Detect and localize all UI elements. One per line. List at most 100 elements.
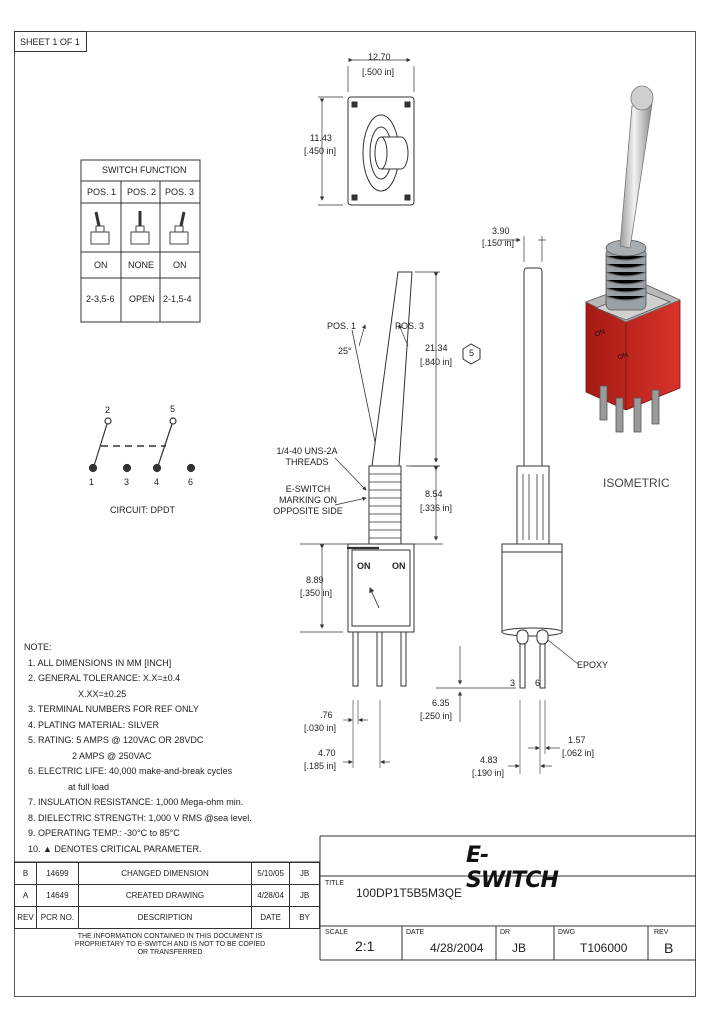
front-pin-3: 3 [510,678,516,688]
date-label: DATE [406,929,425,936]
epoxy-label: EPOXY [577,660,609,670]
front-view [436,236,579,774]
pin-5: 5 [170,404,176,414]
dr-label: DR [500,929,511,936]
by-header: BY [289,906,320,929]
pin-width-mm: .76 [320,710,333,720]
pcr-cell: 14699 [35,862,79,885]
body-height-in: [.350 in] [300,588,333,598]
rev-header: REV [14,906,37,929]
date-cell: 5/10/05 [251,862,291,885]
circuit-label: CIRCUIT: DPDT [110,505,175,515]
top-height-in: [.450 in] [304,146,337,156]
conn-pos2: OPEN [129,294,155,304]
col-pos1: POS. 1 [87,187,117,197]
state-pos3: ON [173,260,187,270]
pin-width-in: [.030 in] [304,723,337,733]
pin-1: 1 [89,477,95,487]
rev-value: B [664,940,674,956]
sheet-label-box: SHEET 1 OF 1 [14,31,87,52]
date-header: DATE [251,906,291,929]
note-9: 9. OPERATING TEMP.: -30°C to 85°C [28,828,180,838]
by-cell: JB [289,862,320,885]
terminal-length-mm: 6.35 [432,698,450,708]
pin-3: 3 [124,477,130,487]
rev-cell: B [14,862,37,885]
switch-function-table [80,159,201,323]
note-10: 10. ▲ DENOTES CRITICAL PARAMETER. [28,843,202,854]
note-2b: X.XX=±0.25 [78,688,127,699]
pcr-header: PCR NO. [35,906,79,929]
side-pitch-mm: 4.70 [318,748,336,758]
top-view [318,57,415,206]
bushing-mm: 8.54 [425,489,443,499]
brand-logo-text: E-SWITCH [466,843,559,893]
note-5b: 2 AMPS @ 250VAC [72,750,152,761]
scale-label: SCALE [325,929,348,936]
revision-header-row: REV PCR NO. DESCRIPTION DATE BY [14,906,320,929]
front-pin-6: 6 [535,678,541,688]
critical-mark: 5 [469,348,475,358]
note-7: 7. INSULATION RESISTANCE: 1,000 Mega-ohm… [28,797,244,807]
on-right-label: ON [392,561,406,571]
body-height-mm: 8.89 [306,575,324,585]
note-6b: at full load [68,781,110,792]
pin-2: 2 [105,405,111,415]
rev-label: REV [654,929,669,936]
pos3-label: POS. 3 [395,321,425,331]
state-pos2: NONE [128,260,155,270]
top-height-mm: 11.43 [310,133,332,143]
conn-pos3: 2-1,5-4 [163,294,192,304]
front-pin-width-mm: 1.57 [568,735,586,745]
notes: NOTE: 1. ALL DIMENSIONS IN MM [INCH] 2. … [24,640,252,857]
lever-dia-in: [.150 in] [482,238,515,248]
lever-length-mm: 21.34 [425,343,448,353]
title-value: 100DP1T5B5M3QE [356,886,463,900]
col-pos2: POS. 2 [127,187,157,197]
note-5: 5. RATING: 5 AMPS @ 120VAC OR 28VDC [28,735,204,745]
notes-title: NOTE: [24,642,52,652]
dwg-label: DWG [558,929,576,936]
on-left-label: ON [357,561,371,571]
bushing-in: [.336 in] [420,503,453,513]
switch-function-title: SWITCH FUNCTION [102,165,187,175]
dr-value: JB [512,941,527,955]
top-width-mm: 12.70 [368,52,391,62]
desc-header: DESCRIPTION [77,906,253,929]
brand-logo: E-SWITCH [466,843,580,893]
revision-table: B 14699 CHANGED DIMENSION 5/10/05 JB A 1… [14,862,320,929]
title-label: TITLE [325,880,345,887]
rev-cell: A [14,884,37,907]
side-pitch-in: [.185 in] [304,761,337,771]
dwg-value: T106000 [580,941,628,955]
date-value: 4/28/2004 [430,941,484,955]
top-width-in: [.500 in] [362,67,395,77]
front-pitch-mm: 4.83 [480,755,498,765]
pin-4: 4 [154,477,160,487]
side-view [300,271,481,768]
note-2: 2. GENERAL TOLERANCE: X.X=±0.4 [28,673,181,683]
circuit-diagram [88,417,196,473]
lever-dia-mm: 3.90 [492,226,510,236]
by-cell: JB [289,884,320,907]
pos1-label: POS. 1 [327,321,357,331]
threads-label: 1/4-40 UNS-2A THREADS [276,446,338,467]
lever-length-in: [.840 in] [420,357,453,367]
note-1: 1. ALL DIMENSIONS IN MM [INCH] [28,657,172,668]
isometric-label: ISOMETRIC [603,476,670,490]
date-cell: 4/28/04 [251,884,291,907]
desc-cell: CHANGED DIMENSION [77,862,253,885]
desc-cell: CREATED DRAWING [77,884,253,907]
proprietary-notice: THE INFORMATION CONTAINED IN THIS DOCUME… [74,933,266,956]
sheet-border [14,31,696,997]
isometric-view [584,85,682,433]
state-pos1: ON [94,260,108,270]
angle-label: 25° [338,346,352,356]
sheet-label: SHEET 1 OF 1 [20,37,80,47]
note-8: 8. DIELECTRIC STRENGTH: 1,000 V RMS @sea… [28,812,252,823]
note-4: 4. PLATING MATERIAL: SILVER [28,719,160,730]
revision-row: A 14649 CREATED DRAWING 4/28/04 JB [14,884,320,907]
marking-label: E-SWITCH MARKING ON OPPOSITE SIDE [273,484,343,516]
